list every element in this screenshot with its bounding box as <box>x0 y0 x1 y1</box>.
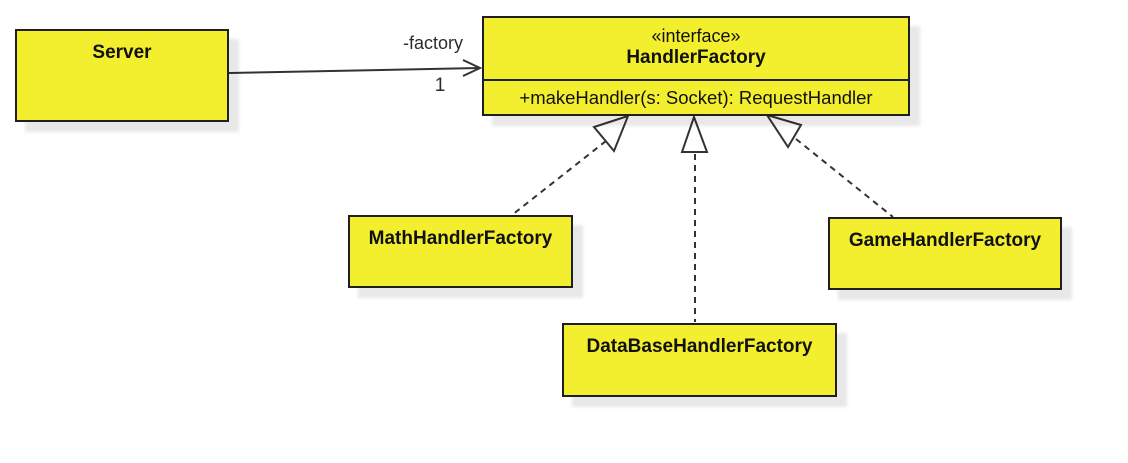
hollow-triangle-icon <box>592 114 630 153</box>
interface-stereotype-label: «interface» <box>651 26 741 46</box>
association-server-to-handlerfactory <box>228 59 483 77</box>
realization-game-to-handlerfactory <box>764 113 894 218</box>
open-arrowhead-icon <box>462 59 483 77</box>
interface-node-handler-factory[interactable]: «interface» HandlerFactory +makeHandler(… <box>482 16 910 116</box>
class-name-label: GameHandlerFactory <box>848 230 1042 251</box>
class-node-game-handler-factory[interactable]: GameHandlerFactory <box>828 217 1062 290</box>
interface-name-label: HandlerFactory <box>626 47 766 68</box>
association-role-label: -factory <box>402 33 463 53</box>
operation-label: +makeHandler(s: Socket): RequestHandler <box>519 87 873 108</box>
hollow-triangle-icon <box>764 113 803 149</box>
association-multiplicity-label: 1 <box>434 75 446 96</box>
class-name-label: MathHandlerFactory <box>368 228 553 249</box>
interface-name-compartment: «interface» HandlerFactory <box>484 18 908 81</box>
class-name-label: Server <box>92 42 152 63</box>
hollow-triangle-icon <box>680 114 709 153</box>
realization-database-to-handlerfactory <box>680 114 709 322</box>
class-name-label: DataBaseHandlerFactory <box>586 336 813 357</box>
realization-math-to-handlerfactory <box>511 114 630 216</box>
interface-operations-compartment: +makeHandler(s: Socket): RequestHandler <box>484 81 908 114</box>
class-node-server[interactable]: Server <box>15 29 229 122</box>
class-node-database-handler-factory[interactable]: DataBaseHandlerFactory <box>562 323 837 397</box>
class-node-math-handler-factory[interactable]: MathHandlerFactory <box>348 215 573 288</box>
